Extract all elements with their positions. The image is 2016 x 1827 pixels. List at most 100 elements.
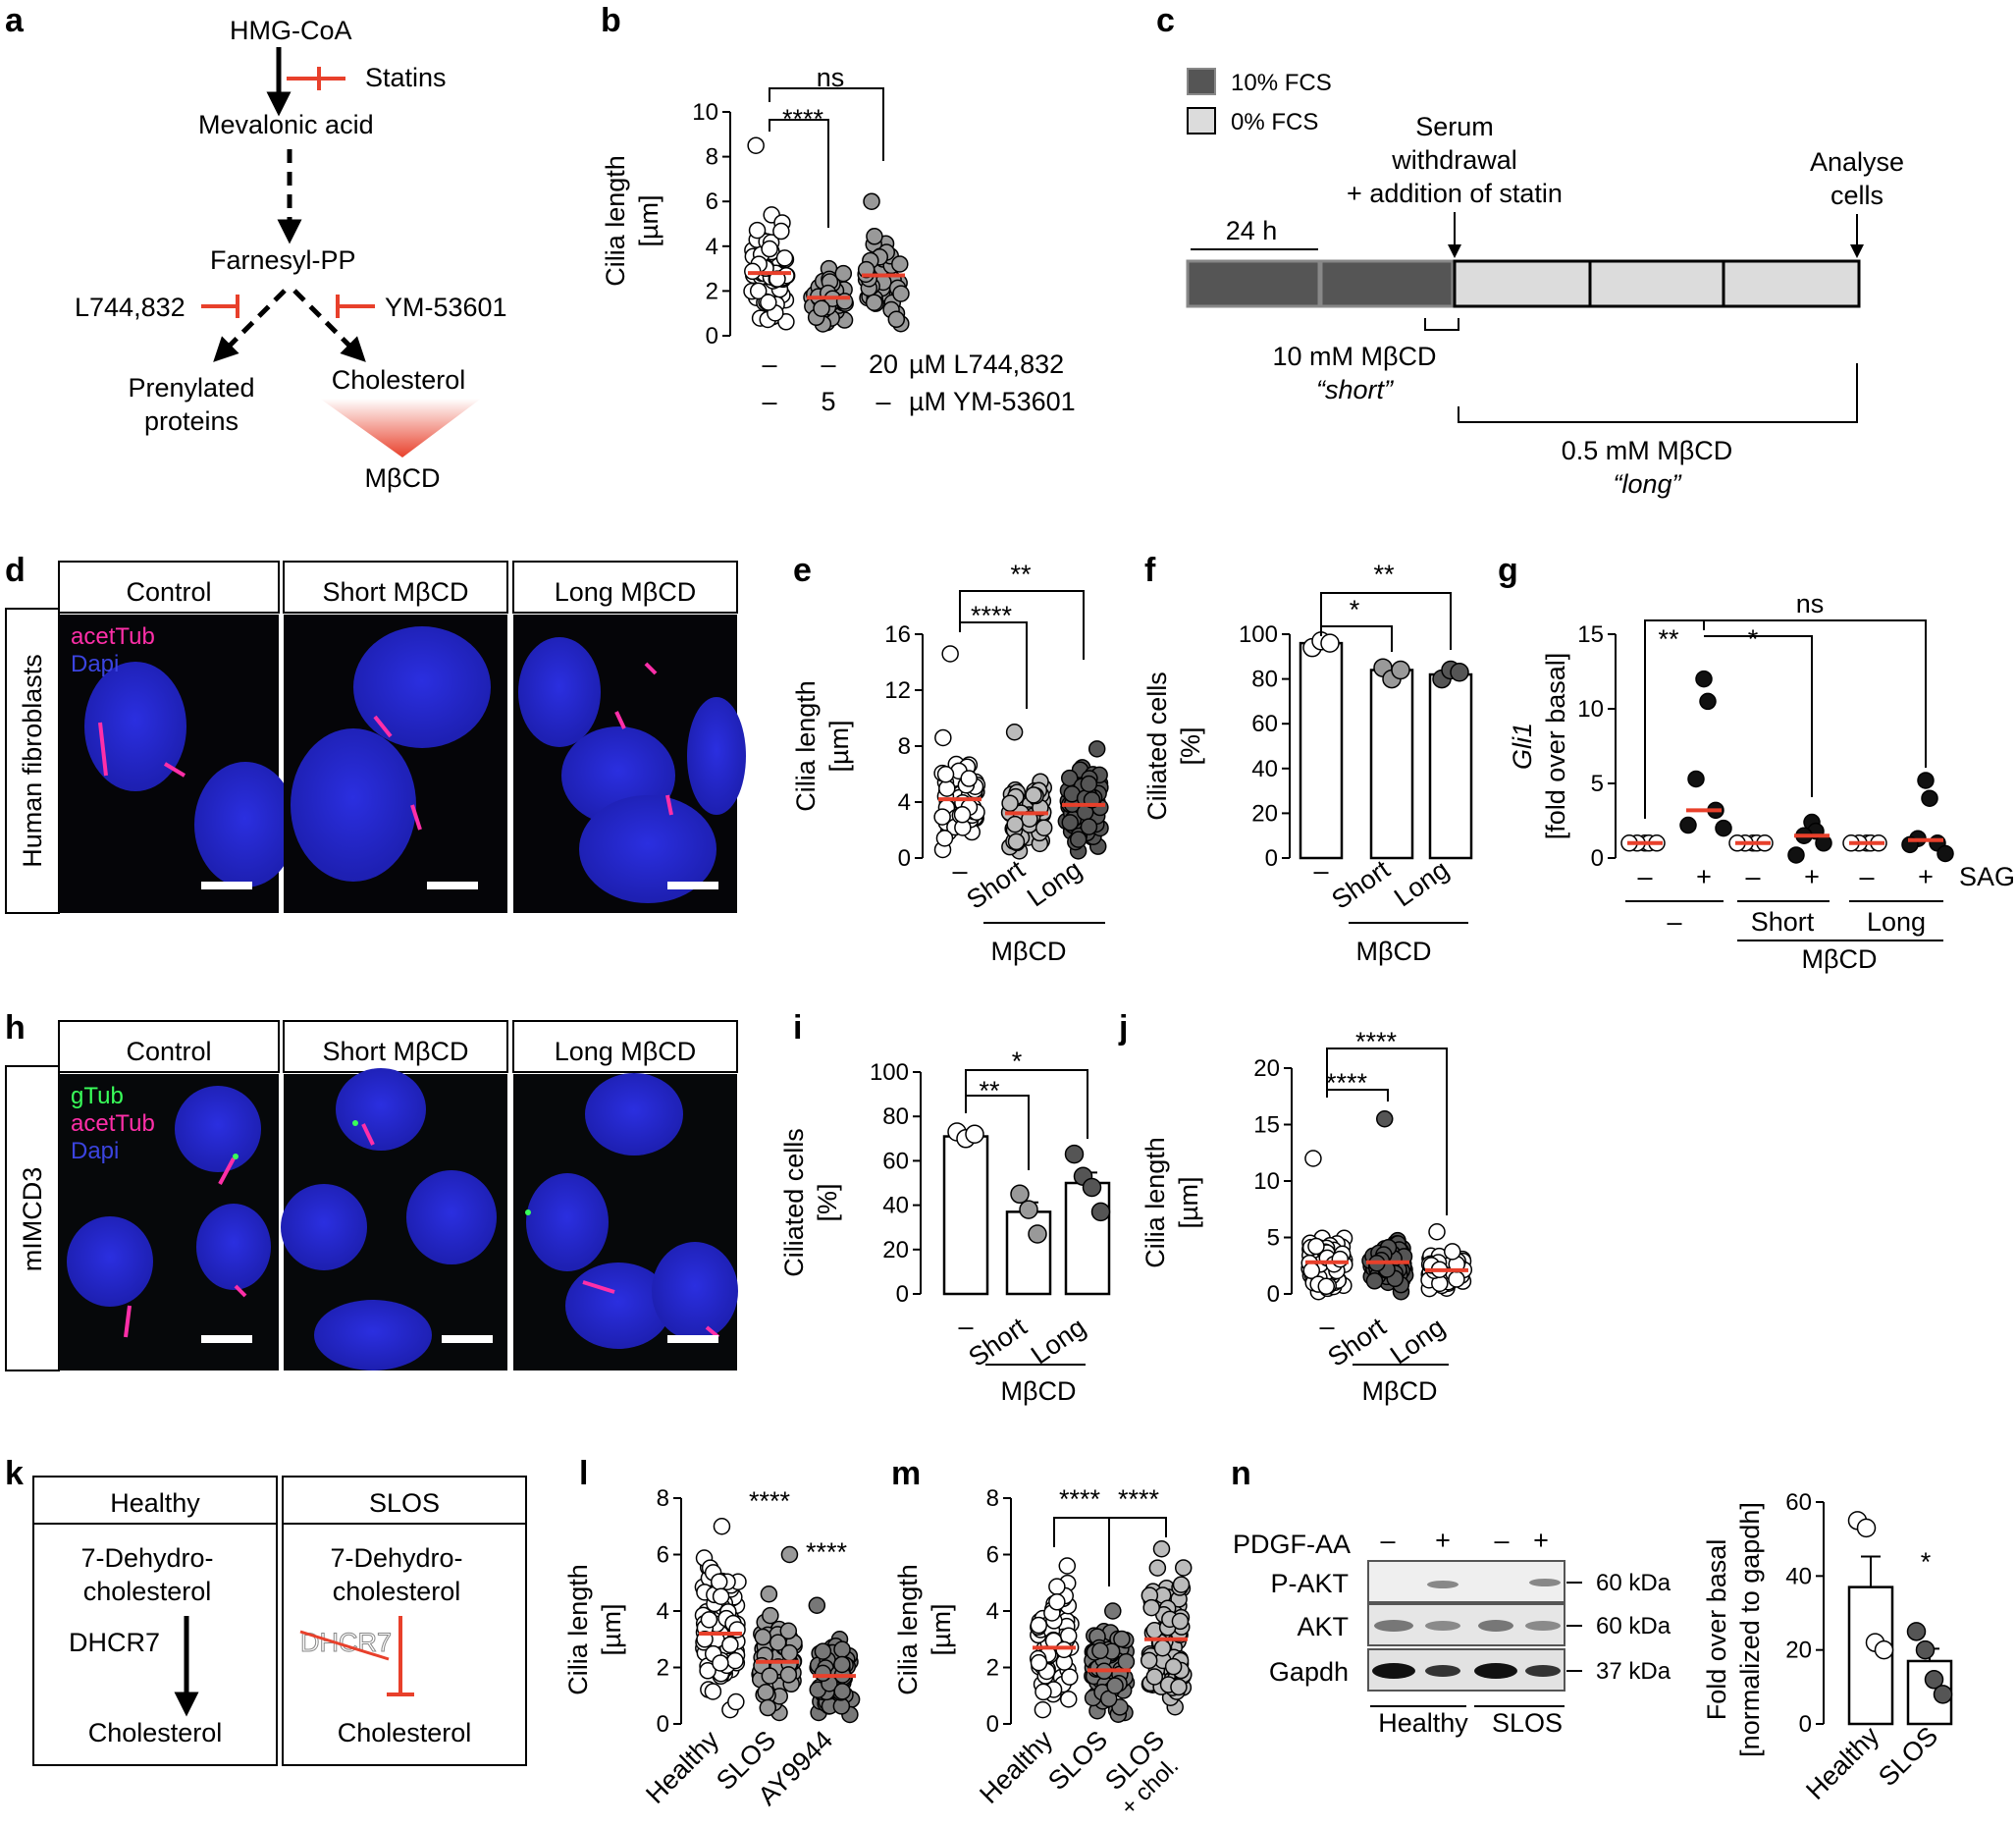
d-side-box <box>5 608 60 914</box>
m-point <box>1030 1653 1048 1672</box>
panel-m-letter: m <box>891 1455 921 1492</box>
cells-label: cells <box>1830 181 1883 210</box>
long-mbcd-label: 0.5 mM MβCD <box>1562 436 1733 465</box>
g-point <box>1921 789 1938 807</box>
b-row2-a: – <box>762 387 776 416</box>
l-point <box>713 1518 731 1535</box>
l-point <box>712 1587 730 1605</box>
panel-n: n PDGF-AA – + – + P-AKT AKT Gapdh <box>1231 1455 1953 1805</box>
farnesyl-pp-label: Farnesyl-PP <box>210 245 356 275</box>
n-sign-2: + <box>1435 1526 1451 1555</box>
n-row-pakt: P-AKT <box>1270 1569 1349 1598</box>
withdrawal-label: withdrawal <box>1391 145 1517 175</box>
f-xcat-1: – <box>1313 856 1328 886</box>
b-row1-b: – <box>821 349 835 379</box>
hmg-coa-label: HMG-CoA <box>230 16 352 45</box>
b-point <box>749 282 768 300</box>
k-slos-title: SLOS <box>369 1488 440 1518</box>
i-sig-1: ** <box>979 1076 1000 1105</box>
i-xcat-1: – <box>958 1312 973 1341</box>
l-point <box>699 1662 716 1680</box>
e-ytick-label-0: 0 <box>898 845 911 872</box>
b-point <box>863 192 880 210</box>
j-bracket-2 <box>1326 1048 1448 1215</box>
n-blot-gapdh <box>1367 1648 1565 1692</box>
j-xcat-3: Long <box>1385 1312 1450 1370</box>
b-ytick-label-1: 2 <box>706 278 718 304</box>
b-point <box>866 228 883 245</box>
b-bracket-2 <box>769 87 884 161</box>
l-point <box>710 1573 728 1590</box>
l-sig-2: **** <box>806 1537 848 1567</box>
b-bracket-1 <box>769 119 829 228</box>
serum-label: Serum <box>1415 112 1494 141</box>
i-xcat-3: Long <box>1026 1312 1090 1370</box>
m-point <box>1058 1557 1077 1575</box>
ym-label: YM-53601 <box>385 293 507 322</box>
n-sign-1: – <box>1380 1526 1395 1555</box>
f-ytick-label-5: 100 <box>1239 621 1278 648</box>
j-point <box>1317 1277 1336 1296</box>
e-sig-2: ** <box>1010 560 1032 589</box>
panel-d-letter: d <box>5 552 26 589</box>
b-point <box>772 222 790 241</box>
l-ytick-label-2: 4 <box>657 1598 669 1625</box>
g-ytick-label-2: 10 <box>1577 696 1604 723</box>
e-point <box>1080 818 1098 835</box>
g-sag-5: – <box>1859 862 1874 891</box>
f-bar-0 <box>1299 641 1344 860</box>
n-ylabel: Fold over basal <box>1702 1539 1731 1721</box>
b-ytick-label-3: 6 <box>706 188 718 215</box>
l-ytick-label-0: 0 <box>657 1711 669 1738</box>
timeline-day-2 <box>1319 259 1455 308</box>
b-ytick-label-4: 8 <box>706 144 718 171</box>
b-ylabel: Cilia length <box>601 155 630 287</box>
k-slos-substrate-1: 7-Dehydro- <box>330 1543 462 1573</box>
k-healthy-product: Cholesterol <box>88 1718 223 1747</box>
k-healthy-substrate-1: 7-Dehydro- <box>80 1543 213 1573</box>
d-title-box-3 <box>512 561 738 614</box>
panel-a-letter: a <box>5 2 25 39</box>
n-xcat-1: Healthy <box>1800 1721 1884 1805</box>
i-point <box>1019 1200 1038 1219</box>
e-ytick-label-4: 16 <box>884 621 911 648</box>
e-group: MβCD <box>990 937 1066 966</box>
m-point <box>1048 1578 1066 1595</box>
b-row1-a: – <box>762 349 776 379</box>
n-row-gapdh: Gapdh <box>1269 1657 1349 1687</box>
l-point <box>762 1606 779 1625</box>
i-ytick-label-0: 0 <box>896 1281 909 1308</box>
g-point <box>1917 772 1935 789</box>
h-image-long <box>513 1073 738 1370</box>
m-sig-1: **** <box>1059 1484 1101 1514</box>
g-sig-1: ** <box>1658 624 1679 654</box>
m-ylabel-unit: [µm] <box>927 1603 956 1655</box>
panel-k: k Healthy SLOS 7-Dehydro- cholesterol 7-… <box>5 1455 527 1766</box>
n-point <box>1924 1670 1944 1690</box>
b-row1-c: 20 <box>869 349 898 379</box>
i-bracket-2 <box>965 1069 1088 1139</box>
k-healthy-substrate-2: cholesterol <box>83 1577 212 1606</box>
l-point <box>780 1545 799 1564</box>
m-point <box>1091 1641 1109 1660</box>
k-healthy-enzyme: DHCR7 <box>69 1628 160 1657</box>
g-ytick-label-3: 15 <box>1577 621 1604 648</box>
f-xcat-3: Long <box>1389 854 1454 912</box>
e-bracket-2 <box>959 590 1085 660</box>
n-ytick-label-1: 20 <box>1785 1638 1812 1664</box>
d-side-label: Human fibroblasts <box>18 654 47 868</box>
b-point <box>747 136 765 154</box>
b-point <box>775 249 794 267</box>
panel-f-letter: f <box>1144 552 1156 589</box>
i-group: MβCD <box>1000 1376 1076 1406</box>
n-point <box>1874 1639 1894 1660</box>
l744-label: L744,832 <box>75 293 186 322</box>
e-point <box>941 645 959 663</box>
j-ylabel-unit: [µm] <box>1174 1176 1203 1228</box>
f-xcat-2: Short <box>1326 854 1395 915</box>
m-ytick-label-1: 2 <box>986 1655 999 1682</box>
